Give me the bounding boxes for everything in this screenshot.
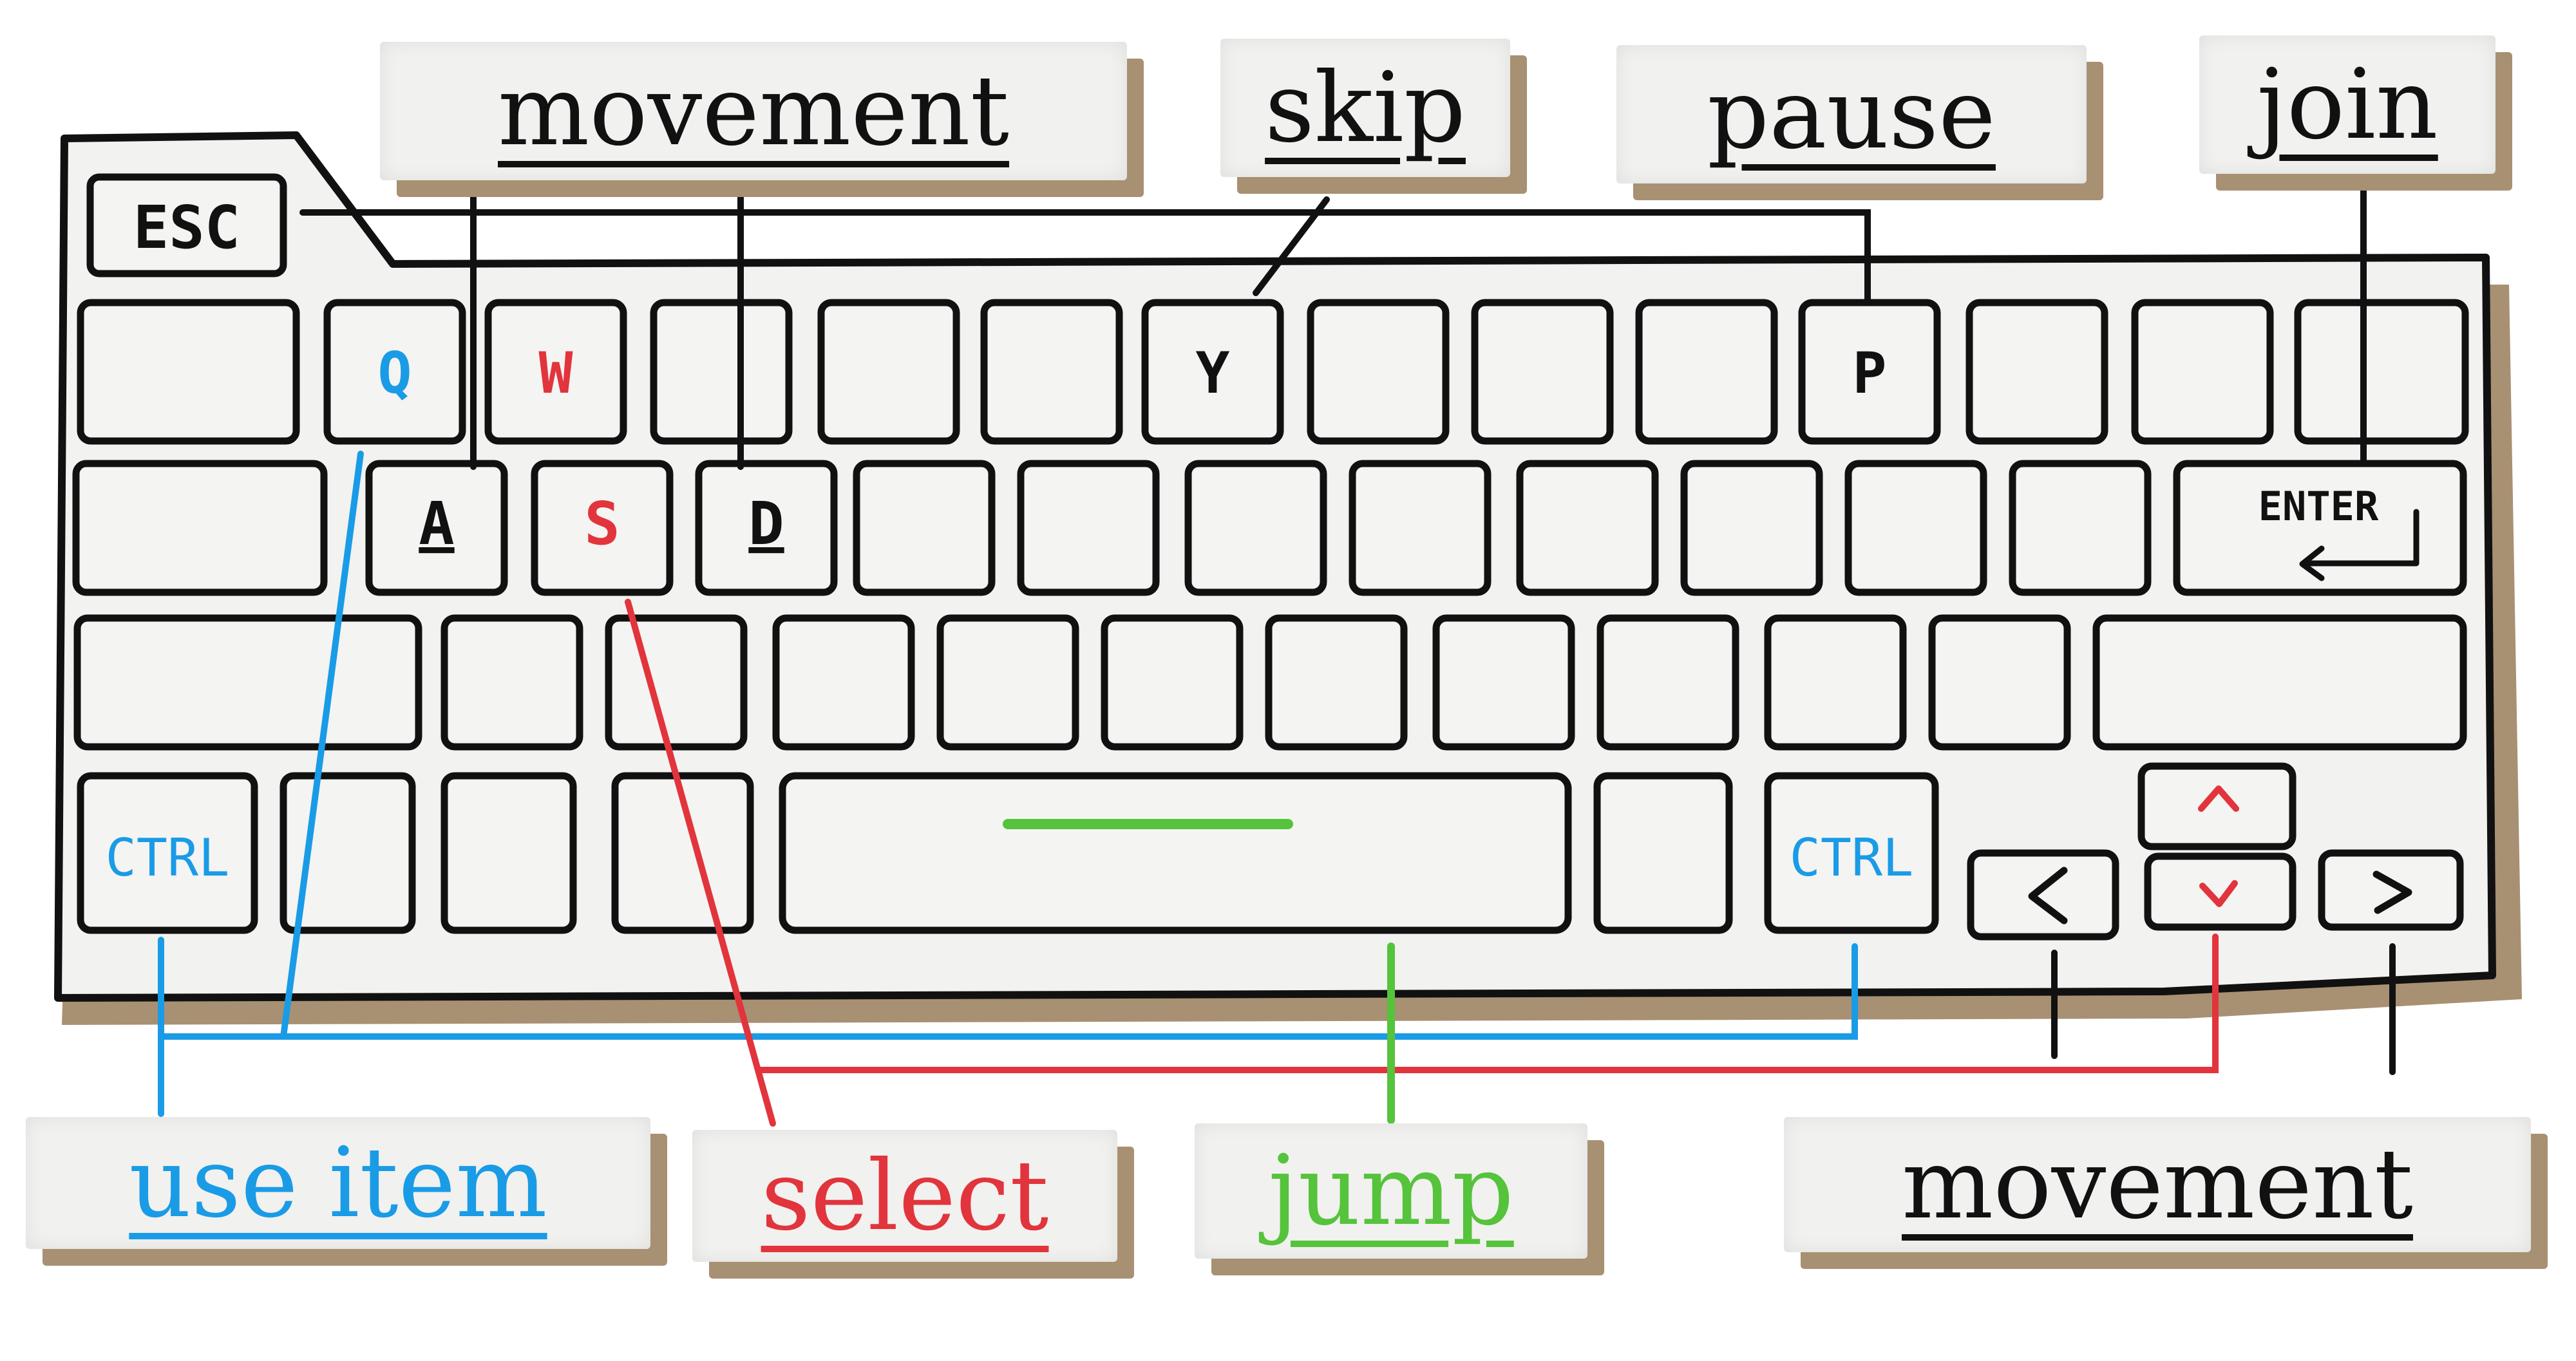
key[interactable] (2009, 460, 2152, 596)
key[interactable] (1764, 614, 1907, 751)
key[interactable] (2131, 299, 2274, 445)
key[interactable] (1265, 614, 1408, 751)
key[interactable] (1635, 299, 1778, 445)
key[interactable] (611, 772, 754, 934)
key-ctrl-right-label: CTRL (1790, 828, 1914, 888)
key[interactable] (1307, 299, 1450, 445)
key-down[interactable] (2144, 852, 2297, 931)
label-select: select (692, 1130, 1134, 1279)
key[interactable] (1928, 614, 2071, 751)
label-use-item: use item (26, 1117, 667, 1266)
chevron-left-icon (2028, 867, 2068, 925)
key[interactable] (1101, 614, 1244, 751)
label-movement-bottom: movement (1784, 1117, 2548, 1269)
caret-up-icon (2198, 785, 2239, 812)
key-a[interactable] (365, 460, 508, 596)
key-w-label: W (539, 340, 573, 406)
key[interactable] (1184, 460, 1327, 596)
key[interactable] (2294, 299, 2469, 445)
key-space[interactable] (779, 772, 1572, 934)
connectors-blue (158, 451, 1858, 1117)
key[interactable] (73, 614, 422, 751)
label-jump: jump (1195, 1123, 1604, 1275)
key[interactable] (440, 614, 583, 751)
key[interactable] (980, 299, 1123, 445)
key[interactable] (605, 614, 748, 751)
key-ctrl-right[interactable] (1764, 772, 1939, 934)
key-left[interactable] (1967, 849, 2119, 941)
label-join: join (2199, 35, 2512, 191)
label-pause: pause (1616, 45, 2103, 200)
key[interactable] (1432, 614, 1575, 751)
key-ctrl-left[interactable] (77, 772, 258, 934)
key-p-label: P (1853, 340, 1887, 406)
key-right[interactable] (2318, 849, 2464, 931)
key-d[interactable] (695, 460, 838, 596)
key-row-1 (77, 299, 2469, 445)
key[interactable] (650, 299, 793, 445)
key-s-label: S (584, 489, 620, 558)
key[interactable] (1471, 299, 1614, 445)
key[interactable] (1017, 460, 1160, 596)
key-q-label: Q (378, 340, 412, 406)
key-a-label: A (419, 489, 454, 558)
key-row-2 (72, 460, 2467, 596)
key[interactable] (1516, 460, 1659, 596)
key[interactable] (1596, 614, 1739, 751)
connectors-black (299, 161, 2396, 1075)
key[interactable] (817, 299, 960, 445)
key-s[interactable] (531, 460, 674, 596)
key[interactable] (1844, 460, 1987, 596)
key-d-label: D (748, 489, 784, 558)
key[interactable] (77, 299, 300, 445)
caret-down-icon (2199, 880, 2238, 907)
key-q[interactable] (323, 299, 466, 445)
key[interactable] (936, 614, 1079, 751)
key[interactable] (72, 460, 328, 596)
key-ctrl-left-label: CTRL (106, 828, 230, 888)
key-esc[interactable] (86, 173, 287, 277)
key-y[interactable] (1141, 299, 1284, 445)
key-y-label: Y (1196, 340, 1230, 406)
key[interactable] (1680, 460, 1823, 596)
key-row-4 (77, 762, 2464, 941)
key[interactable] (1965, 299, 2108, 445)
key-w[interactable] (484, 299, 627, 445)
key[interactable] (1349, 460, 1492, 596)
key-enter[interactable] (2173, 460, 2467, 596)
key[interactable] (772, 614, 915, 751)
key[interactable] (2092, 614, 2467, 751)
return-arrow-icon (2299, 509, 2420, 581)
key[interactable] (853, 460, 996, 596)
key-up[interactable] (2137, 762, 2297, 850)
label-movement-top: movement (380, 42, 1144, 197)
label-skip: skip (1220, 39, 1527, 194)
chevron-right-icon (2372, 870, 2412, 914)
key-enter-label: ENTER (2259, 483, 2379, 530)
connectors-red (625, 599, 2219, 1127)
key[interactable] (440, 772, 577, 934)
key[interactable] (1593, 772, 1733, 934)
key-esc-label: ESC (133, 193, 240, 262)
